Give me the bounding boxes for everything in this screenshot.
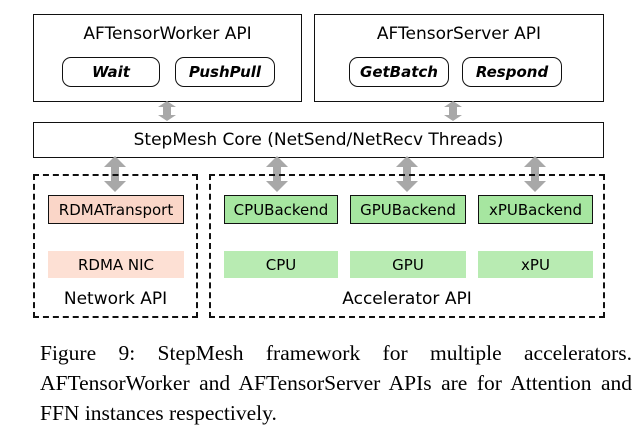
rdma-transport-box: RDMATransport	[48, 195, 184, 224]
xpu-hardware-box: xPU	[478, 251, 593, 278]
accelerator-api-group: CPUBackend GPUBackend xPUBackend CPU GPU…	[209, 174, 605, 318]
rdma-nic-box: RDMA NIC	[48, 251, 184, 278]
pushpull-method-pill: PushPull	[175, 57, 275, 87]
xpu-backend-box: xPUBackend	[478, 195, 593, 224]
network-api-group: RDMATransport RDMA NIC Network API	[33, 174, 198, 318]
network-api-label: Network API	[63, 289, 168, 309]
cpu-backend-box: CPUBackend	[224, 195, 338, 224]
gpu-backend-box: GPUBackend	[350, 195, 466, 224]
accelerator-api-label: Accelerator API	[342, 289, 472, 309]
figure-caption: Figure 9: StepMesh framework for multipl…	[40, 341, 632, 425]
wait-method-pill: Wait	[62, 57, 160, 87]
afTensorServer-api-box: AFTensorServer API GetBatch Respond	[314, 14, 604, 102]
gpu-hardware-box: GPU	[350, 251, 466, 278]
afTensorWorker-api-box: AFTensorWorker API Wait PushPull	[33, 14, 302, 102]
server-core-arrow	[444, 101, 462, 121]
server-api-title: AFTensorServer API	[376, 24, 542, 44]
getbatch-method-pill: GetBatch	[349, 57, 449, 87]
stepmesh-core-box: StepMesh Core (NetSend/NetRecv Threads)	[33, 122, 604, 158]
cpu-hardware-box: CPU	[224, 251, 338, 278]
respond-method-pill: Respond	[462, 57, 562, 87]
worker-api-title: AFTensorWorker API	[83, 24, 252, 44]
worker-core-arrow	[158, 101, 176, 121]
